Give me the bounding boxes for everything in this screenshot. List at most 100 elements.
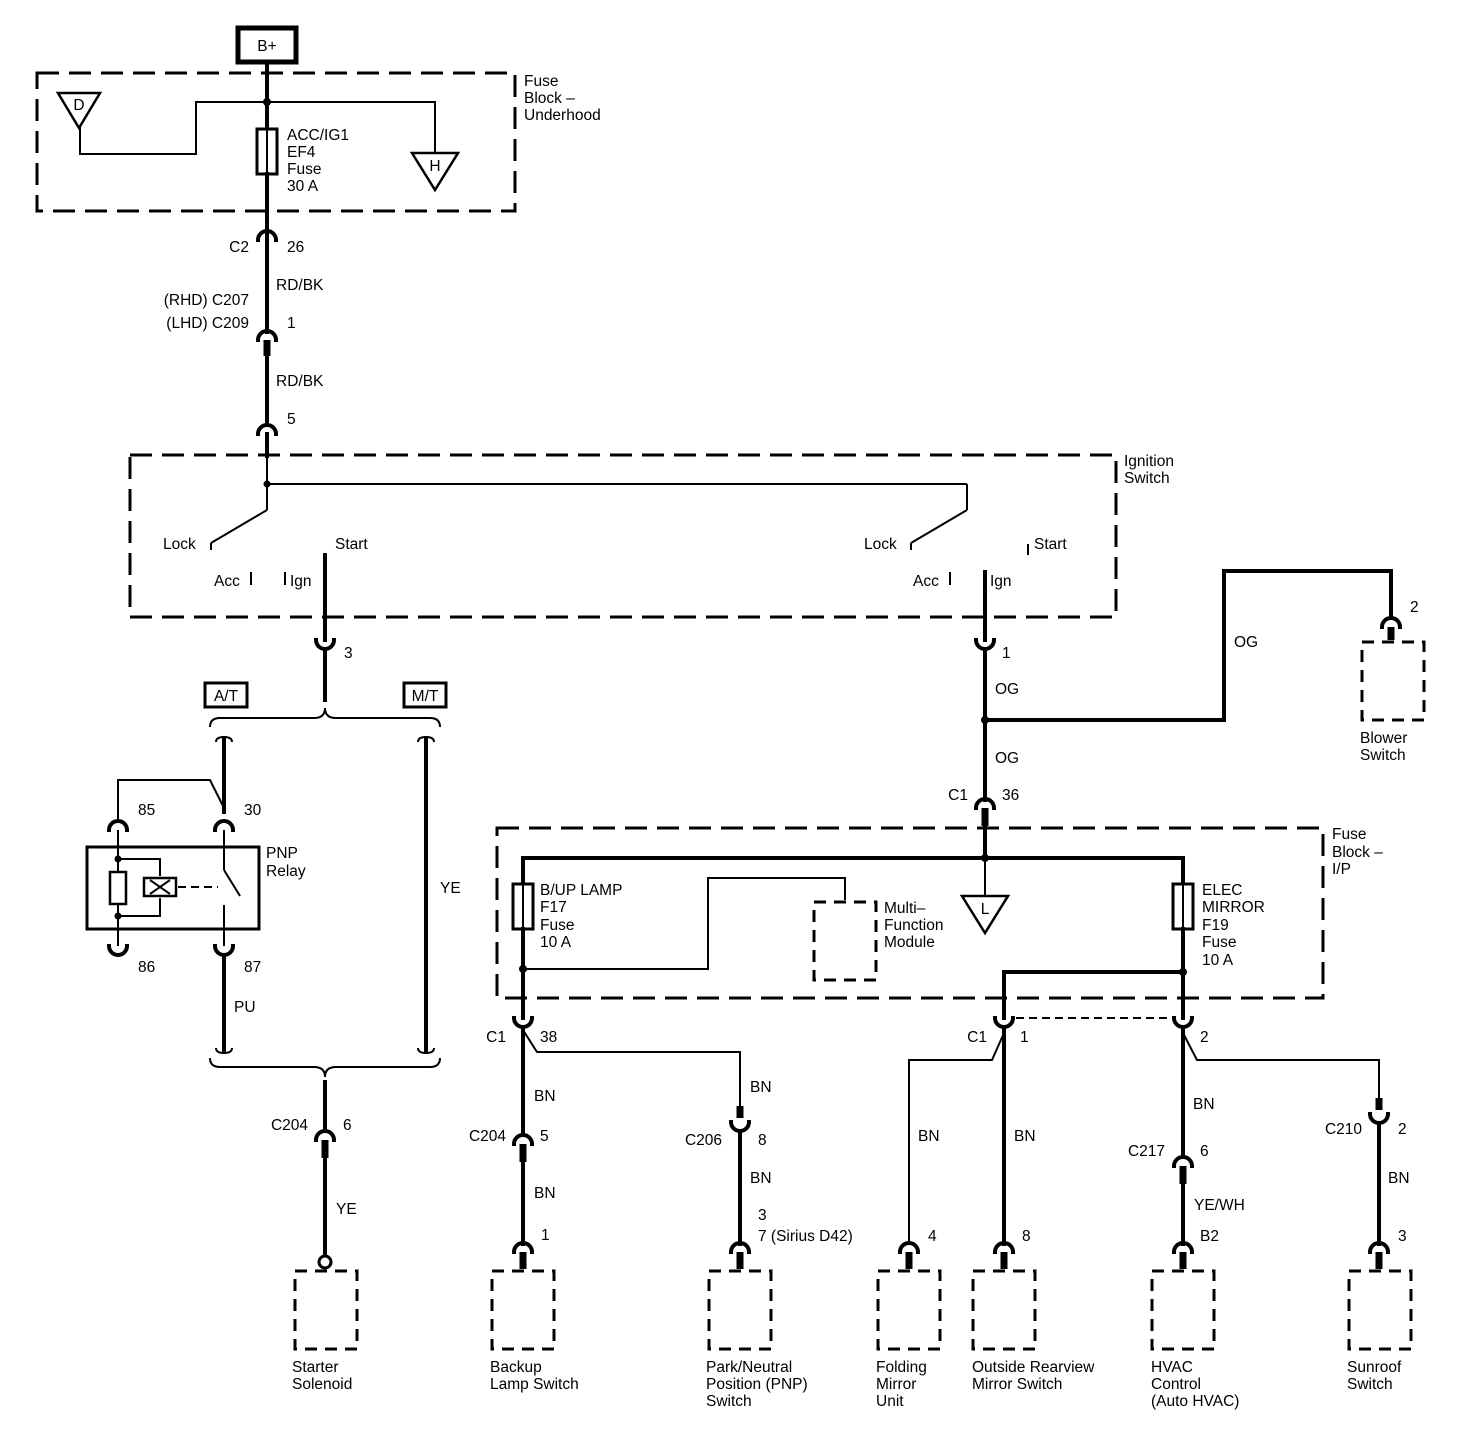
ign-left-start: Start	[335, 536, 368, 553]
fuse-f17-line-2: F17	[540, 899, 567, 916]
fuse-block-underhood-label-1: Fuse	[524, 73, 558, 90]
ign-right-lock: Lock	[864, 536, 897, 553]
connector-c209	[255, 329, 279, 356]
hvac-label-1: HVAC	[1151, 1359, 1193, 1376]
connector-c204-starter: C204 6	[271, 1117, 352, 1158]
ign-left-acc: Acc	[214, 573, 240, 590]
mt-label: M/T	[412, 688, 439, 705]
fuse-block-underhood-label-3: Underhood	[524, 107, 601, 124]
connector-c204-backup-pin: 5	[540, 1128, 549, 1145]
relay-pin-87: 87	[244, 959, 261, 976]
sunroof-pin: 3	[1398, 1228, 1407, 1245]
ref-h-label: H	[429, 158, 440, 175]
fuse-f17-line-3: Fuse	[540, 917, 574, 934]
wire-hvac-ye-wh: YE/WH	[1194, 1197, 1245, 1214]
relay-label-2: Relay	[266, 863, 306, 880]
blower-switch-label-2: Switch	[1360, 747, 1406, 764]
connector-c210-pin: 2	[1398, 1121, 1407, 1138]
wire-sunroof-bn: BN	[1388, 1170, 1410, 1187]
orv-pin: 8	[1022, 1228, 1031, 1245]
connector-ign-1-pin: 1	[1002, 645, 1011, 662]
wire-backup-bn-b: BN	[534, 1185, 556, 1202]
wire-rd-bk-1: RD/BK	[276, 277, 324, 294]
connector-c209-pin: 1	[287, 315, 296, 332]
wire-og-1: OG	[995, 681, 1019, 698]
connector-c204-starter-label: C204	[271, 1117, 308, 1134]
fuse-f17-line-4: 10 A	[540, 934, 572, 951]
mfm-label-1: Multi–	[884, 900, 926, 917]
relay-pin-86: 86	[138, 959, 155, 976]
fuse-block-ip: Fuse Block – I/P	[495, 826, 1383, 1000]
fuse-f19-line-1: ELEC	[1202, 882, 1243, 899]
fuse-ef4-line-2: EF4	[287, 144, 316, 161]
connector-c1-38: C1 38	[486, 1015, 557, 1046]
at-label: A/T	[214, 688, 239, 705]
orv-label-2: Mirror Switch	[972, 1376, 1062, 1393]
connector-c217-label: C217	[1128, 1143, 1165, 1160]
wire-backup-bn-a: BN	[534, 1088, 556, 1105]
backup-lamp-pin: 1	[541, 1227, 550, 1244]
starter-solenoid-label-2: Solenoid	[292, 1376, 352, 1393]
connector-c1-36-label: C1	[948, 787, 968, 804]
wire-rd-bk-2: RD/BK	[276, 373, 324, 390]
fuse-f19-line-3: F19	[1202, 917, 1229, 934]
connector-c1-38-label: C1	[486, 1029, 506, 1046]
blower-switch-pin: 2	[1410, 599, 1419, 616]
sunroof-switch: 3 Sunroof Switch	[1347, 1228, 1413, 1393]
ign-right-ign: Ign	[990, 573, 1012, 590]
connector-c2-pin: 26	[287, 239, 304, 256]
wire-mt-ye: YE	[440, 880, 461, 897]
fuse-block-ip-label-2: Block –	[1332, 844, 1383, 861]
connector-c1-2: 2	[1171, 1015, 1209, 1046]
hvac-label-3: (Auto HVAC)	[1151, 1393, 1239, 1410]
fuse-f19-line-2: MIRROR	[1202, 899, 1265, 916]
ref-triangle-d: D	[55, 91, 103, 131]
ignition-switch: Ignition Switch	[128, 453, 1174, 619]
connector-c209-label: (LHD) C209	[166, 315, 249, 332]
wire-og-2: OG	[995, 750, 1019, 767]
pnp-switch-label-1: Park/Neutral	[706, 1359, 792, 1376]
wire-fold-bn: BN	[918, 1128, 940, 1145]
connector-ign-1: 1	[973, 637, 1011, 662]
fuse-block-underhood: Fuse Block – Underhood	[35, 71, 601, 213]
hvac-label-2: Control	[1151, 1376, 1201, 1393]
ign-left-lock: Lock	[163, 536, 196, 553]
fuse-f19: ELEC MIRROR F19 Fuse 10 A	[1171, 882, 1265, 969]
connector-c207-label: (RHD) C207	[164, 292, 249, 309]
backup-lamp-switch: 1 Backup Lamp Switch	[490, 1227, 579, 1393]
connector-c1-1-pin: 1	[1020, 1029, 1029, 1046]
ref-l-label: L	[981, 901, 990, 918]
pnp-switch-label-3: Switch	[706, 1393, 752, 1410]
multi-function-module: Multi– Function Module	[812, 900, 943, 982]
fuse-block-ip-label-3: I/P	[1332, 861, 1351, 878]
sunroof-label-1: Sunroof	[1347, 1359, 1402, 1376]
fuse-block-ip-label-1: Fuse	[1332, 826, 1366, 843]
hvac-pin: B2	[1200, 1228, 1219, 1245]
pnp-switch-label-2: Position (PNP)	[706, 1376, 808, 1393]
connector-start-3-pin: 3	[344, 645, 353, 662]
connector-c1-36-pin: 36	[1002, 787, 1019, 804]
starter-solenoid: Starter Solenoid	[292, 1269, 359, 1393]
ref-triangle-l: L	[959, 894, 1011, 936]
connector-c1-1-label: C1	[967, 1029, 987, 1046]
fuse-ef4-line-4: 30 A	[287, 178, 319, 195]
connector-c1-38-pin: 38	[540, 1029, 557, 1046]
fuse-f19-line-4: Fuse	[1202, 934, 1236, 951]
fuse-ef4: ACC/IG1 EF4 Fuse 30 A	[255, 127, 349, 195]
orv-label-1: Outside Rearview	[972, 1359, 1095, 1376]
connector-c206-label: C206	[685, 1132, 722, 1149]
connector-c1-2-pin: 2	[1200, 1029, 1209, 1046]
connector-c210: C210 2	[1325, 1098, 1407, 1138]
at-label-box: A/T	[203, 681, 249, 709]
wire-hvac-bn: BN	[1193, 1096, 1215, 1113]
fold-label-1: Folding	[876, 1359, 927, 1376]
hvac-control: B2 HVAC Control (Auto HVAC)	[1150, 1228, 1239, 1410]
pnp-switch-pin-1: 3	[758, 1207, 767, 1224]
ignition-switch-label-2: Switch	[1124, 470, 1170, 487]
wire-starter-ye: YE	[336, 1201, 357, 1218]
fuse-f17-line-1: B/UP LAMP	[540, 882, 622, 899]
ign-right-start: Start	[1034, 536, 1067, 553]
ignition-switch-label-1: Ignition	[1124, 453, 1174, 470]
pnp-switch: 3 7 (Sirius D42) Park/Neutral Position (…	[706, 1207, 853, 1410]
